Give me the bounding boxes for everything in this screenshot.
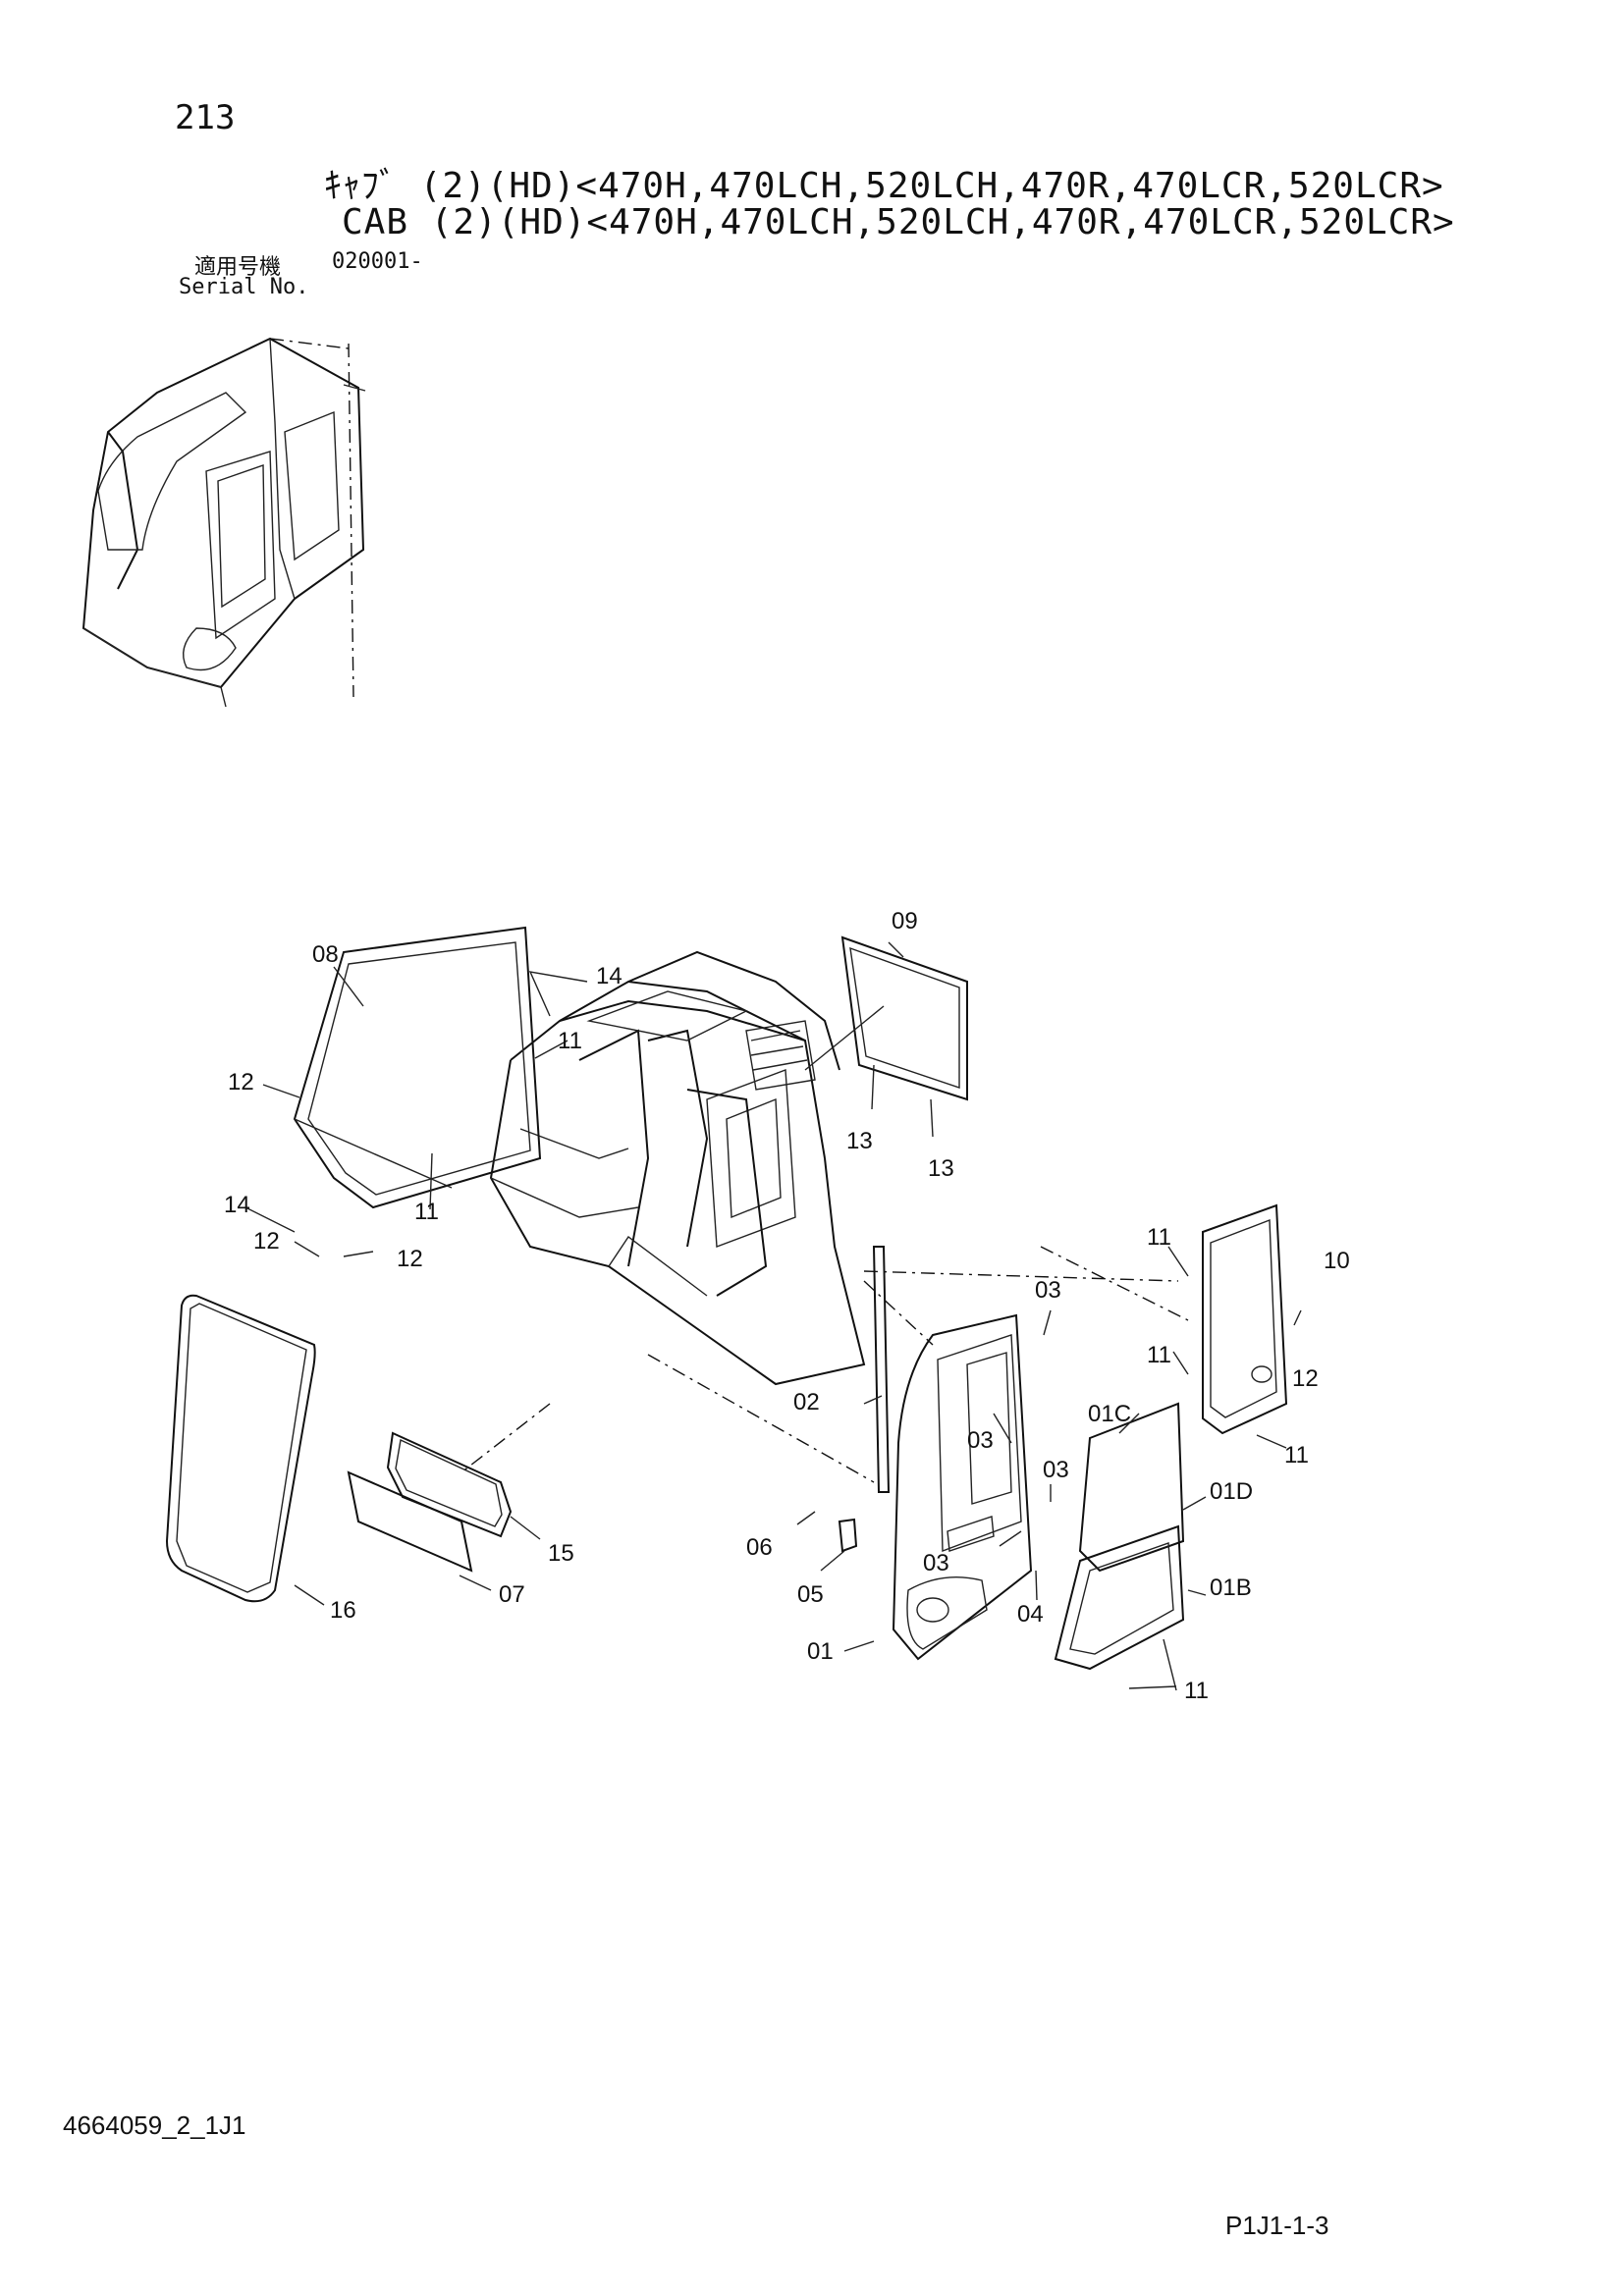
callout-13: 13: [928, 1155, 954, 1182]
callout-01: 01: [807, 1638, 834, 1665]
part-02-strip: [872, 1246, 891, 1493]
callout-12: 12: [397, 1246, 423, 1272]
leader-lines: [244, 941, 1302, 1691]
part-07-glass: [347, 1470, 473, 1573]
part-08-glass: [293, 926, 542, 1209]
page-code: P1J1-1-3: [1225, 2211, 1329, 2240]
part-01b-glass: [1054, 1524, 1185, 1671]
callout-11: 11: [1284, 1442, 1309, 1468]
callout-11: 11: [1184, 1678, 1209, 1704]
callout-12: 12: [253, 1228, 280, 1255]
callout-08: 08: [312, 941, 339, 968]
part-10-glass: [1202, 1203, 1288, 1435]
cab-frame-illustration: [489, 950, 866, 1386]
part-15-seal: [386, 1431, 513, 1538]
callout-16: 16: [330, 1597, 356, 1624]
callout-12: 12: [228, 1069, 254, 1095]
callout-11: 11: [1147, 1342, 1171, 1368]
callout-03: 03: [1035, 1277, 1061, 1304]
callout-03: 03: [967, 1427, 994, 1454]
title-japanese: ｷｬﾌﾞ (2)(HD)<470H,470LCH,520LCH,470R,470…: [324, 166, 1444, 206]
callout-01d: 01D: [1210, 1478, 1253, 1505]
callout-01c: 01C: [1088, 1401, 1131, 1427]
callout-07: 07: [499, 1581, 525, 1608]
serial-label-english: Serial No.: [179, 275, 309, 299]
title-english: CAB (2)(HD)<470H,470LCH,520LCH,470R,470L…: [342, 202, 1455, 242]
callout-11: 11: [414, 1199, 439, 1225]
callout-11: 11: [1147, 1224, 1171, 1251]
part-16-glass: [165, 1294, 316, 1603]
callout-14: 14: [596, 963, 623, 989]
callout-11: 11: [558, 1028, 582, 1054]
callout-12: 12: [1292, 1365, 1319, 1392]
callout-06: 06: [746, 1534, 773, 1561]
callout-03: 03: [1043, 1457, 1069, 1483]
callout-03: 03: [923, 1550, 949, 1576]
serial-label-japanese: 適用号機: [194, 255, 282, 280]
part-05-bracket: [838, 1518, 858, 1553]
overview-cab-illustration: [81, 337, 366, 708]
callout-14: 14: [224, 1192, 250, 1218]
callout-10: 10: [1324, 1248, 1350, 1274]
callout-15: 15: [548, 1540, 574, 1567]
serial-number-value: 020001-: [332, 249, 423, 274]
callout-02: 02: [793, 1389, 820, 1415]
callout-13: 13: [846, 1128, 873, 1154]
callout-labels: 08 09 14 11 12 13 13 14 11 12 12 11 10 0…: [224, 908, 1350, 1704]
part-09-glass: [840, 935, 968, 1101]
assembly-lines: [294, 1005, 1189, 1483]
callout-01b: 01B: [1210, 1575, 1252, 1601]
part-01c-glass: [1078, 1402, 1185, 1573]
callout-09: 09: [892, 908, 918, 934]
callout-05: 05: [797, 1581, 824, 1608]
callout-04: 04: [1017, 1601, 1044, 1628]
document-code: 4664059_2_1J1: [63, 2110, 246, 2140]
page-number: 213: [175, 98, 236, 137]
part-01-door: [892, 1313, 1033, 1661]
